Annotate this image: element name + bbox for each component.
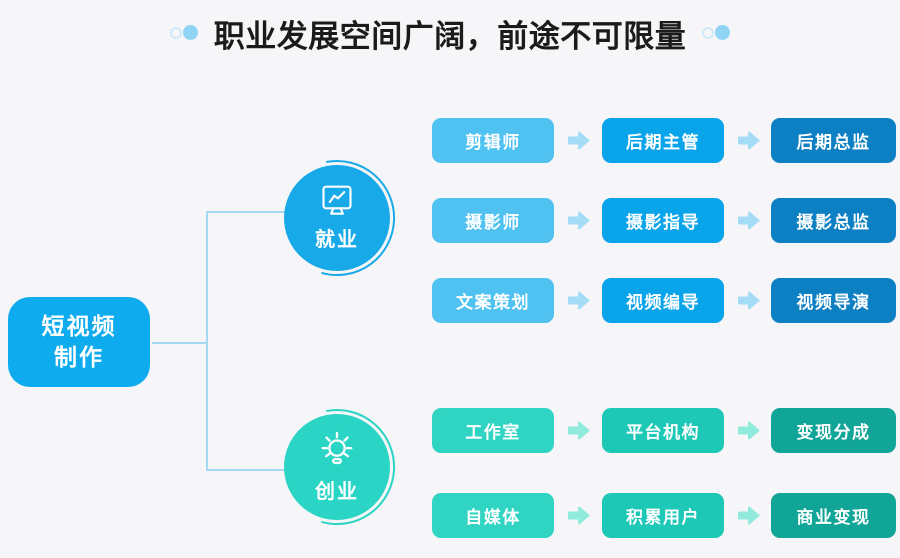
branch-node-startup: 创业 xyxy=(284,414,390,520)
root-label-line1: 短视频 xyxy=(41,313,117,339)
circle-dot-icon xyxy=(715,25,731,40)
step-box: 自媒体 xyxy=(432,493,554,538)
step-box: 变现分成 xyxy=(771,408,896,453)
branch-node-employment: 就业 xyxy=(284,165,390,271)
path-row-editing: 剪辑师 后期主管 后期总监 xyxy=(432,118,896,163)
circle-dot-icon xyxy=(182,25,198,40)
circle-outline-icon xyxy=(169,27,182,39)
step-box: 后期总监 xyxy=(771,118,896,163)
branch-label: 就业 xyxy=(315,229,359,251)
branch-label: 创业 xyxy=(315,481,359,503)
step-box: 摄影指导 xyxy=(602,198,724,243)
arrow-right-icon xyxy=(738,211,760,230)
root-label-line2: 制作 xyxy=(54,344,104,370)
step-box: 工作室 xyxy=(432,408,554,453)
arrow-right-icon xyxy=(568,506,590,525)
connector-vertical-spine xyxy=(206,211,208,471)
arrow-right-icon xyxy=(568,291,590,310)
step-box: 文案策划 xyxy=(432,278,554,323)
step-box: 商业变现 xyxy=(771,493,896,538)
circle-arc-decoration xyxy=(321,409,396,525)
arrow-right-icon xyxy=(738,131,760,150)
arrow-right-icon xyxy=(568,211,590,230)
root-node-short-video-production: 短视频 制作 xyxy=(8,297,150,387)
path-row-copywriting: 文案策划 视频编导 视频导演 xyxy=(432,278,896,323)
connector-to-startup xyxy=(208,469,286,471)
connector-root-horizontal xyxy=(152,342,206,344)
diagram-header: 职业发展空间广阔，前途不可限量 xyxy=(0,0,900,66)
step-box: 后期主管 xyxy=(602,118,724,163)
step-box: 摄影师 xyxy=(432,198,554,243)
arrow-right-icon xyxy=(738,291,760,310)
circle-outline-icon xyxy=(702,27,715,39)
arrow-right-icon xyxy=(738,421,760,440)
arrow-right-icon xyxy=(568,421,590,440)
double-circle-icon xyxy=(169,25,198,41)
arrow-right-icon xyxy=(568,131,590,150)
step-box: 平台机构 xyxy=(602,408,724,453)
monitor-chart-icon xyxy=(322,185,352,215)
step-box: 视频编导 xyxy=(602,278,724,323)
arrow-right-icon xyxy=(738,506,760,525)
page-title: 职业发展空间广阔，前途不可限量 xyxy=(213,18,687,54)
path-row-photography: 摄影师 摄影指导 摄影总监 xyxy=(432,198,896,243)
circle-arc-decoration xyxy=(321,160,396,276)
step-box: 积累用户 xyxy=(602,493,724,538)
step-box: 摄影总监 xyxy=(771,198,896,243)
path-row-self-media: 自媒体 积累用户 商业变现 xyxy=(432,493,896,538)
double-circle-icon xyxy=(702,25,731,41)
lightbulb-idea-icon xyxy=(321,431,353,465)
path-row-studio: 工作室 平台机构 变现分成 xyxy=(432,408,896,453)
step-box: 视频导演 xyxy=(771,278,896,323)
step-box: 剪辑师 xyxy=(432,118,554,163)
connector-to-employment xyxy=(208,211,286,213)
